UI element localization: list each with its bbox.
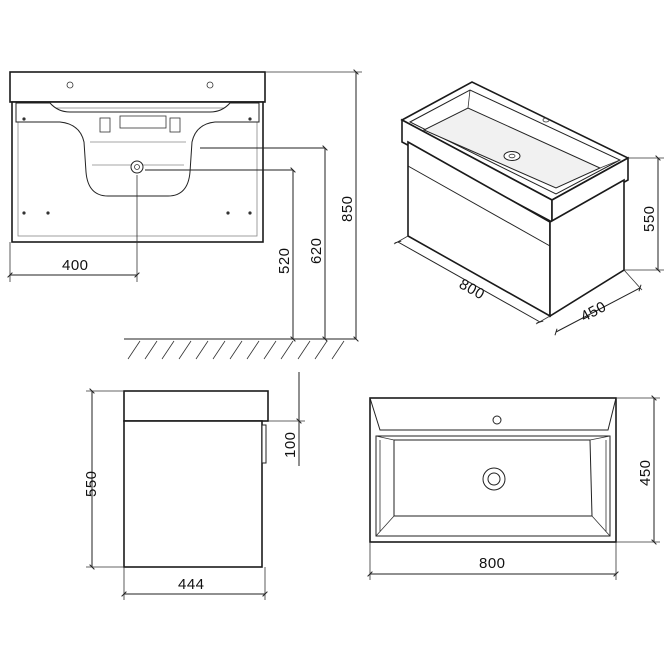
dim-height-850: 850 xyxy=(265,69,362,342)
bracket-mid xyxy=(119,115,167,129)
bracket-right xyxy=(169,117,181,133)
drain-outlet-inner xyxy=(134,164,140,170)
top-view xyxy=(369,397,617,543)
dim-label-520: 520 xyxy=(276,247,293,274)
dim-side-top: 100 xyxy=(268,372,305,466)
tap-hole-left xyxy=(66,81,74,89)
dim-label-iso-550: 550 xyxy=(641,205,658,232)
dim-height-520: 520 xyxy=(276,167,296,342)
drain-outlet xyxy=(130,160,144,174)
basin-underside xyxy=(15,102,260,197)
side-basin-top xyxy=(123,390,269,422)
dim-side-height: 550 xyxy=(83,388,124,570)
mount-dot xyxy=(248,211,252,215)
mount-dot xyxy=(46,211,50,215)
iso-basin-edge xyxy=(467,89,621,169)
mount-dot xyxy=(226,211,230,215)
isometric-view xyxy=(400,81,630,318)
dim-height-620: 620 xyxy=(308,145,328,342)
iso-tap-hole xyxy=(542,117,550,123)
iso-drain-inner xyxy=(508,153,516,159)
bracket-left xyxy=(99,117,111,133)
iso-slab-side xyxy=(551,156,629,224)
top-drain xyxy=(482,467,506,491)
side-cabinet xyxy=(123,420,263,568)
mount-dot xyxy=(248,117,252,121)
mount-dot xyxy=(22,117,26,121)
front-cabinet-inner xyxy=(17,107,258,237)
top-bowl-bevels xyxy=(375,435,611,537)
side-handle xyxy=(261,424,267,464)
top-rim xyxy=(375,435,611,537)
dim-label-top-450: 450 xyxy=(637,459,654,486)
top-back-edge xyxy=(369,397,617,431)
front-view xyxy=(9,71,325,243)
mount-dot xyxy=(22,211,26,215)
top-drain-inner xyxy=(487,472,501,486)
dim-top-width: 800 xyxy=(367,542,619,580)
dim-label-850: 850 xyxy=(339,195,356,222)
side-view xyxy=(123,390,269,568)
front-basin-top xyxy=(9,71,266,103)
dim-label-iso-800: 800 xyxy=(456,276,487,304)
dim-label-side-550: 550 xyxy=(83,470,100,497)
dim-top-depth: 450 xyxy=(616,395,660,545)
dim-label-620: 620 xyxy=(308,237,325,264)
dim-iso-height: 550 xyxy=(624,155,664,273)
dim-label-side-444: 444 xyxy=(178,576,205,593)
tap-hole-right xyxy=(206,81,214,89)
floor-hatch xyxy=(124,338,356,360)
top-tap-hole xyxy=(492,415,502,425)
iso-drain xyxy=(503,151,521,161)
dim-label-side-100: 100 xyxy=(282,431,299,458)
dim-label-iso-450: 450 xyxy=(578,298,609,325)
iso-drawer-split xyxy=(407,165,551,247)
dim-label-top-800: 800 xyxy=(479,555,506,572)
dim-side-depth: 444 xyxy=(121,567,268,600)
dim-front-width: 400 xyxy=(7,175,140,282)
dim-label-400: 400 xyxy=(62,257,89,274)
